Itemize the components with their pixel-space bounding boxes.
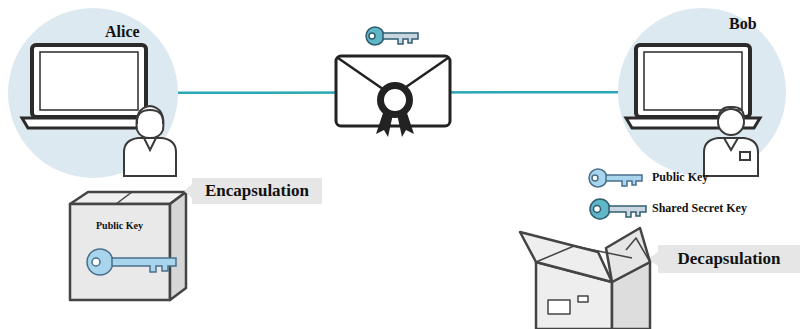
person-icon: [704, 107, 758, 176]
key-icon: [594, 206, 601, 213]
laptop-icon: [22, 45, 156, 128]
cube-tape: [116, 192, 132, 204]
open-box-icon: [536, 246, 632, 262]
label-pointer: [648, 252, 658, 266]
seal-icon: [376, 82, 414, 137]
person-icon: [718, 107, 744, 118]
laptop-icon: [636, 45, 750, 117]
key-icon: [590, 199, 646, 219]
key-icon: [590, 199, 610, 219]
envelope-icon: [336, 56, 450, 126]
party-circle: Alice: [8, 8, 178, 178]
person-icon: [124, 138, 176, 176]
party-circle: Bob: [618, 8, 786, 176]
person-icon: [137, 106, 164, 138]
node-text: Public Key: [96, 220, 143, 231]
laptop-icon: [644, 52, 742, 110]
seal-icon: [397, 110, 414, 137]
cube-front: [70, 204, 170, 300]
open-box-icon: [612, 262, 650, 329]
envelope-icon: [338, 58, 448, 96]
node-text: Alice: [105, 23, 140, 41]
key-icon: [87, 249, 113, 275]
circle-outline: [8, 8, 178, 178]
step-label: Encapsulation: [192, 178, 322, 204]
cube-side: [170, 192, 186, 300]
open-box-icon: [520, 228, 650, 329]
cube-outline: [66, 188, 190, 302]
key-icon: [369, 33, 375, 39]
circle-outline: [618, 8, 786, 176]
seal-icon: [376, 110, 393, 137]
open-box-icon: [520, 232, 612, 282]
open-box-icon: [606, 228, 650, 282]
open-box-icon: [548, 300, 570, 314]
key-icon: [589, 169, 642, 187]
key-icon: [589, 169, 607, 187]
key-icon: [366, 27, 418, 45]
key-label: Shared Secret Key: [652, 202, 747, 215]
open-box-icon: [626, 238, 650, 262]
key-icon: [112, 258, 176, 272]
laptop-icon: [40, 52, 138, 110]
laptop-icon: [626, 118, 760, 128]
key-icon: [592, 175, 598, 181]
seal-icon: [377, 82, 413, 118]
open-box-icon: [536, 262, 612, 329]
person-icon: [718, 109, 744, 135]
laptop-icon: [32, 45, 146, 117]
key-icon: [606, 175, 642, 186]
circle-outline: [618, 8, 786, 176]
key-icon: [87, 249, 176, 275]
person-icon: [740, 152, 750, 160]
key-icon: [609, 206, 646, 217]
key-icon: [366, 27, 384, 45]
person-icon: [704, 138, 758, 176]
node-text: Encapsulation: [192, 178, 322, 204]
cube-top: [70, 192, 186, 204]
key-box: Public Key: [66, 188, 190, 302]
key-label: Public Key: [652, 171, 708, 184]
open-box-icon: [578, 296, 588, 302]
laptop-icon: [626, 45, 760, 128]
label-pointer: [184, 184, 192, 198]
key-icon: [92, 258, 100, 266]
node-text: Decapsulation: [658, 245, 800, 273]
step-label: Decapsulation: [658, 245, 800, 273]
cube-outline: [70, 192, 186, 300]
seal-icon: [383, 88, 407, 112]
person-icon: [144, 138, 156, 150]
circle-outline: [8, 8, 178, 178]
laptop-icon: [22, 118, 156, 128]
envelope-icon: [336, 56, 450, 126]
person-icon: [137, 110, 163, 124]
person-icon: [724, 138, 738, 150]
key-icon: [383, 33, 418, 44]
person-icon: [124, 106, 176, 176]
node-text: Bob: [729, 15, 757, 33]
wire-connector: [178, 91, 618, 94]
